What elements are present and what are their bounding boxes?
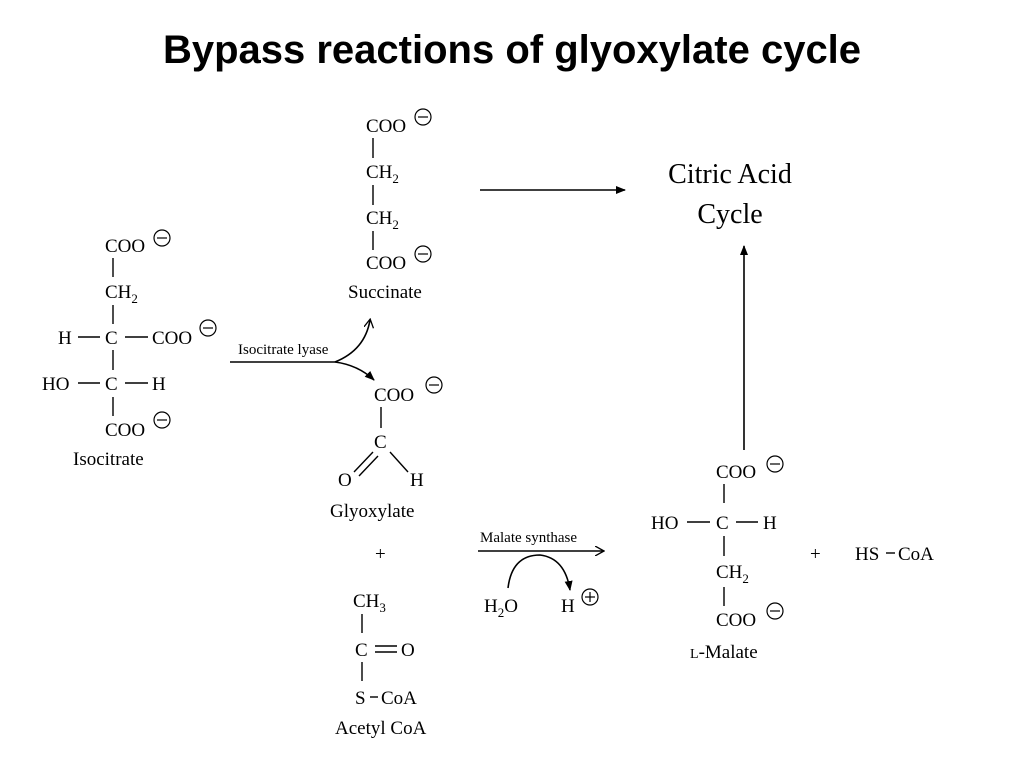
acetyl-ch3: CH3 (353, 591, 386, 615)
isocitrate-label: Isocitrate (73, 449, 144, 470)
isocitrate-structure: COO CH2 H C COO HO C H COO Isocitrate (42, 229, 217, 470)
acetyl-s: S (355, 688, 366, 709)
acetyl-c: C (355, 640, 368, 661)
malate-synthase-label: Malate synthase (480, 530, 577, 546)
citric-acid-cycle-line2: Cycle (697, 199, 762, 230)
glyoxylate-coo: COO (374, 385, 414, 406)
isocitrate-ch2: CH2 (105, 282, 138, 306)
acetyl-o: O (401, 640, 415, 661)
isocitrate-coo-side: COO (152, 328, 192, 349)
succinate-structure: COO CH2 CH2 COO Succinate (348, 108, 432, 303)
glyoxylate-structure: COO C O H Glyoxylate (330, 376, 443, 522)
isocitrate-lyase-label: Isocitrate lyase (238, 342, 329, 358)
malate-synthase-reaction: Malate synthase H2O H (478, 530, 603, 620)
plus-sign: + (375, 544, 386, 565)
malate-label: L-Malate (690, 642, 758, 663)
succinate-ch2-upper: CH2 (366, 162, 399, 186)
citric-acid-cycle-line1: Citric Acid (668, 159, 792, 190)
water: H2O (484, 596, 518, 620)
slide-title: Bypass reactions of glyoxylate cycle (162, 28, 862, 72)
proton: H (561, 596, 575, 617)
glyoxylate-h: H (410, 470, 424, 491)
arrow-to-succinate (334, 320, 370, 363)
negative-charge-icon (766, 455, 784, 473)
negative-charge-icon (425, 376, 443, 394)
negative-charge-icon (153, 411, 171, 429)
malate-coo-bottom: COO (716, 610, 756, 631)
negative-charge-icon (414, 245, 432, 263)
isocitrate-c-upper: C (105, 328, 118, 349)
succinate-coo-bottom: COO (366, 253, 406, 274)
isocitrate-lyase-reaction: Isocitrate lyase (230, 320, 375, 381)
malate-ho: HO (651, 513, 678, 534)
succinate-ch2-lower: CH2 (366, 208, 399, 232)
malate-h: H (763, 513, 777, 534)
acetyl-coa-label: Acetyl CoA (335, 718, 427, 739)
isocitrate-coo-top: COO (105, 236, 145, 257)
acetyl-coa-group: CoA (381, 688, 417, 709)
hs-coa-coa: CoA (898, 544, 934, 565)
isocitrate-h-right: H (152, 374, 166, 395)
negative-charge-icon (766, 602, 784, 620)
isocitrate-h: H (58, 328, 72, 349)
plus-sign: + (810, 544, 821, 565)
succinate-label: Succinate (348, 282, 422, 303)
hs-coa-hs: HS (855, 544, 879, 565)
arrow-to-glyoxylate (334, 361, 375, 381)
negative-charge-icon (414, 108, 432, 126)
glyoxylate-o: O (338, 470, 352, 491)
isocitrate-coo-bottom: COO (105, 420, 145, 441)
hs-coa: HS CoA (855, 544, 934, 565)
isocitrate-ho: HO (42, 374, 69, 395)
positive-charge-icon (581, 588, 599, 606)
negative-charge-icon (199, 319, 217, 337)
acetyl-coa-structure: CH3 C O S CoA Acetyl CoA (335, 591, 427, 739)
citric-acid-cycle: Citric Acid Cycle (668, 159, 792, 230)
succinate-coo-top: COO (366, 116, 406, 137)
malate-ch2: CH2 (716, 562, 749, 586)
malate-structure: COO HO C H CH2 COO L-Malate (651, 455, 784, 663)
malate-c: C (716, 513, 729, 534)
glyoxylate-label: Glyoxylate (330, 501, 414, 522)
malate-coo-top: COO (716, 462, 756, 483)
glyoxylate-c: C (374, 432, 387, 453)
arrow-water-to-proton (507, 554, 573, 591)
isocitrate-c-lower: C (105, 374, 118, 395)
negative-charge-icon (153, 229, 171, 247)
